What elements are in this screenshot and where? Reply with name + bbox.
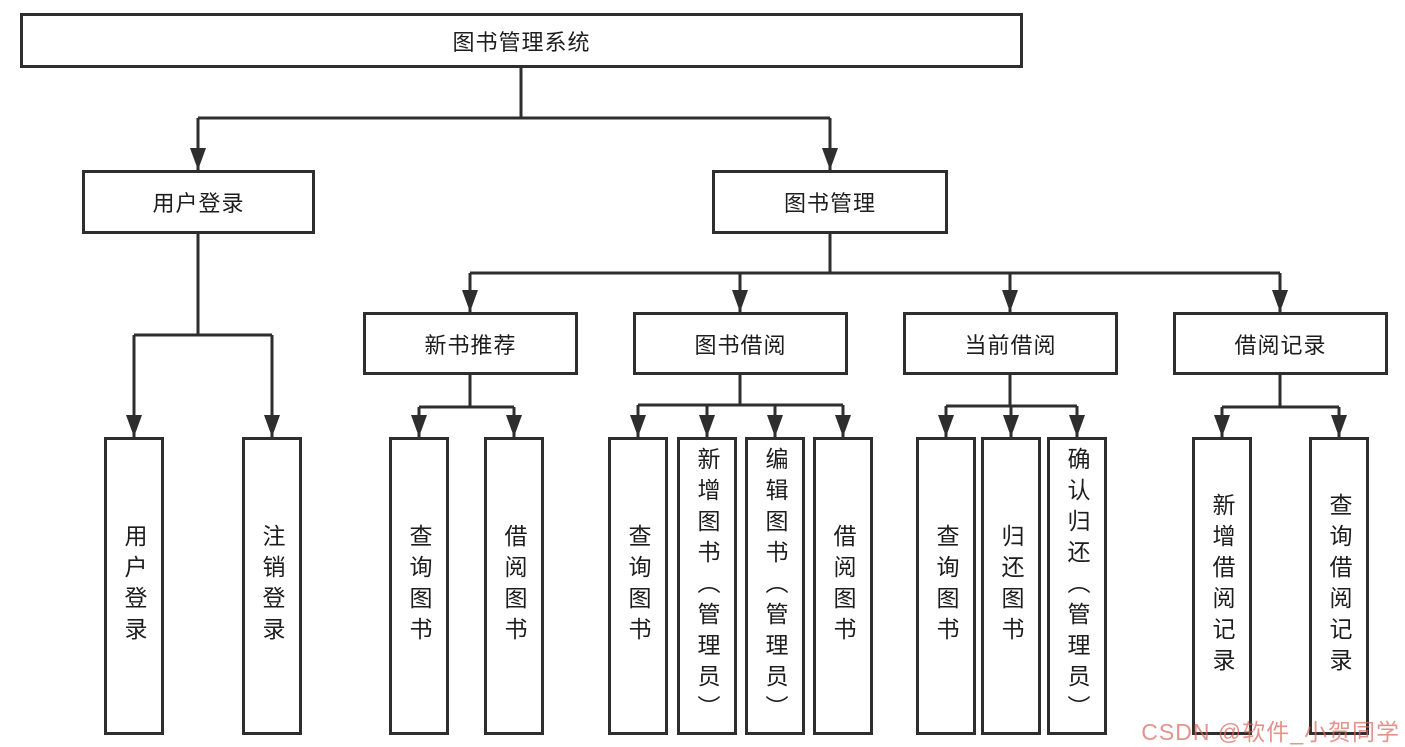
node-book-management: 图书管理 [712, 170, 948, 234]
connector-user-login-to-leaves [126, 234, 280, 437]
node-leaf-confirm-return-admin: 确认归还（管理员） [1047, 437, 1107, 735]
node-leaf-add-borrow-record: 新增借阅记录 [1192, 437, 1252, 735]
node-leaf-query-books-borrow: 查询图书 [608, 437, 668, 735]
node-new-book-recommend: 新书推荐 [363, 312, 578, 375]
node-leaf-user-login: 用户登录 [104, 437, 164, 735]
node-borrow-records: 借阅记录 [1173, 312, 1388, 375]
connector-book-management-to-level2 [462, 234, 1288, 312]
node-leaf-edit-book-admin: 编辑图书（管理员） [745, 437, 805, 735]
node-book-borrow: 图书借阅 [633, 312, 848, 375]
node-leaf-return-books: 归还图书 [981, 437, 1041, 735]
connector-new-book-recommend-to-leaves [411, 375, 522, 437]
connector-root-to-level1 [190, 68, 838, 170]
connector-book-borrow-to-leaves [630, 375, 851, 437]
node-leaf-query-books-recommend: 查询图书 [389, 437, 449, 735]
node-leaf-borrow-books-recommend: 借阅图书 [484, 437, 544, 735]
node-leaf-add-book-admin: 新增图书（管理员） [677, 437, 737, 735]
node-library-management-system: 图书管理系统 [20, 13, 1023, 68]
node-leaf-query-borrow-record: 查询借阅记录 [1309, 437, 1369, 735]
watermark: CSDN @软件_小贺同学 [1141, 719, 1400, 745]
node-current-borrow: 当前借阅 [903, 312, 1118, 375]
node-leaf-borrow-books: 借阅图书 [813, 437, 873, 735]
connector-current-borrow-to-leaves [938, 375, 1085, 437]
connector-borrow-records-to-leaves [1214, 375, 1347, 437]
node-leaf-logout: 注销登录 [242, 437, 302, 735]
node-leaf-query-books-current: 查询图书 [916, 437, 976, 735]
node-user-login: 用户登录 [82, 170, 315, 234]
